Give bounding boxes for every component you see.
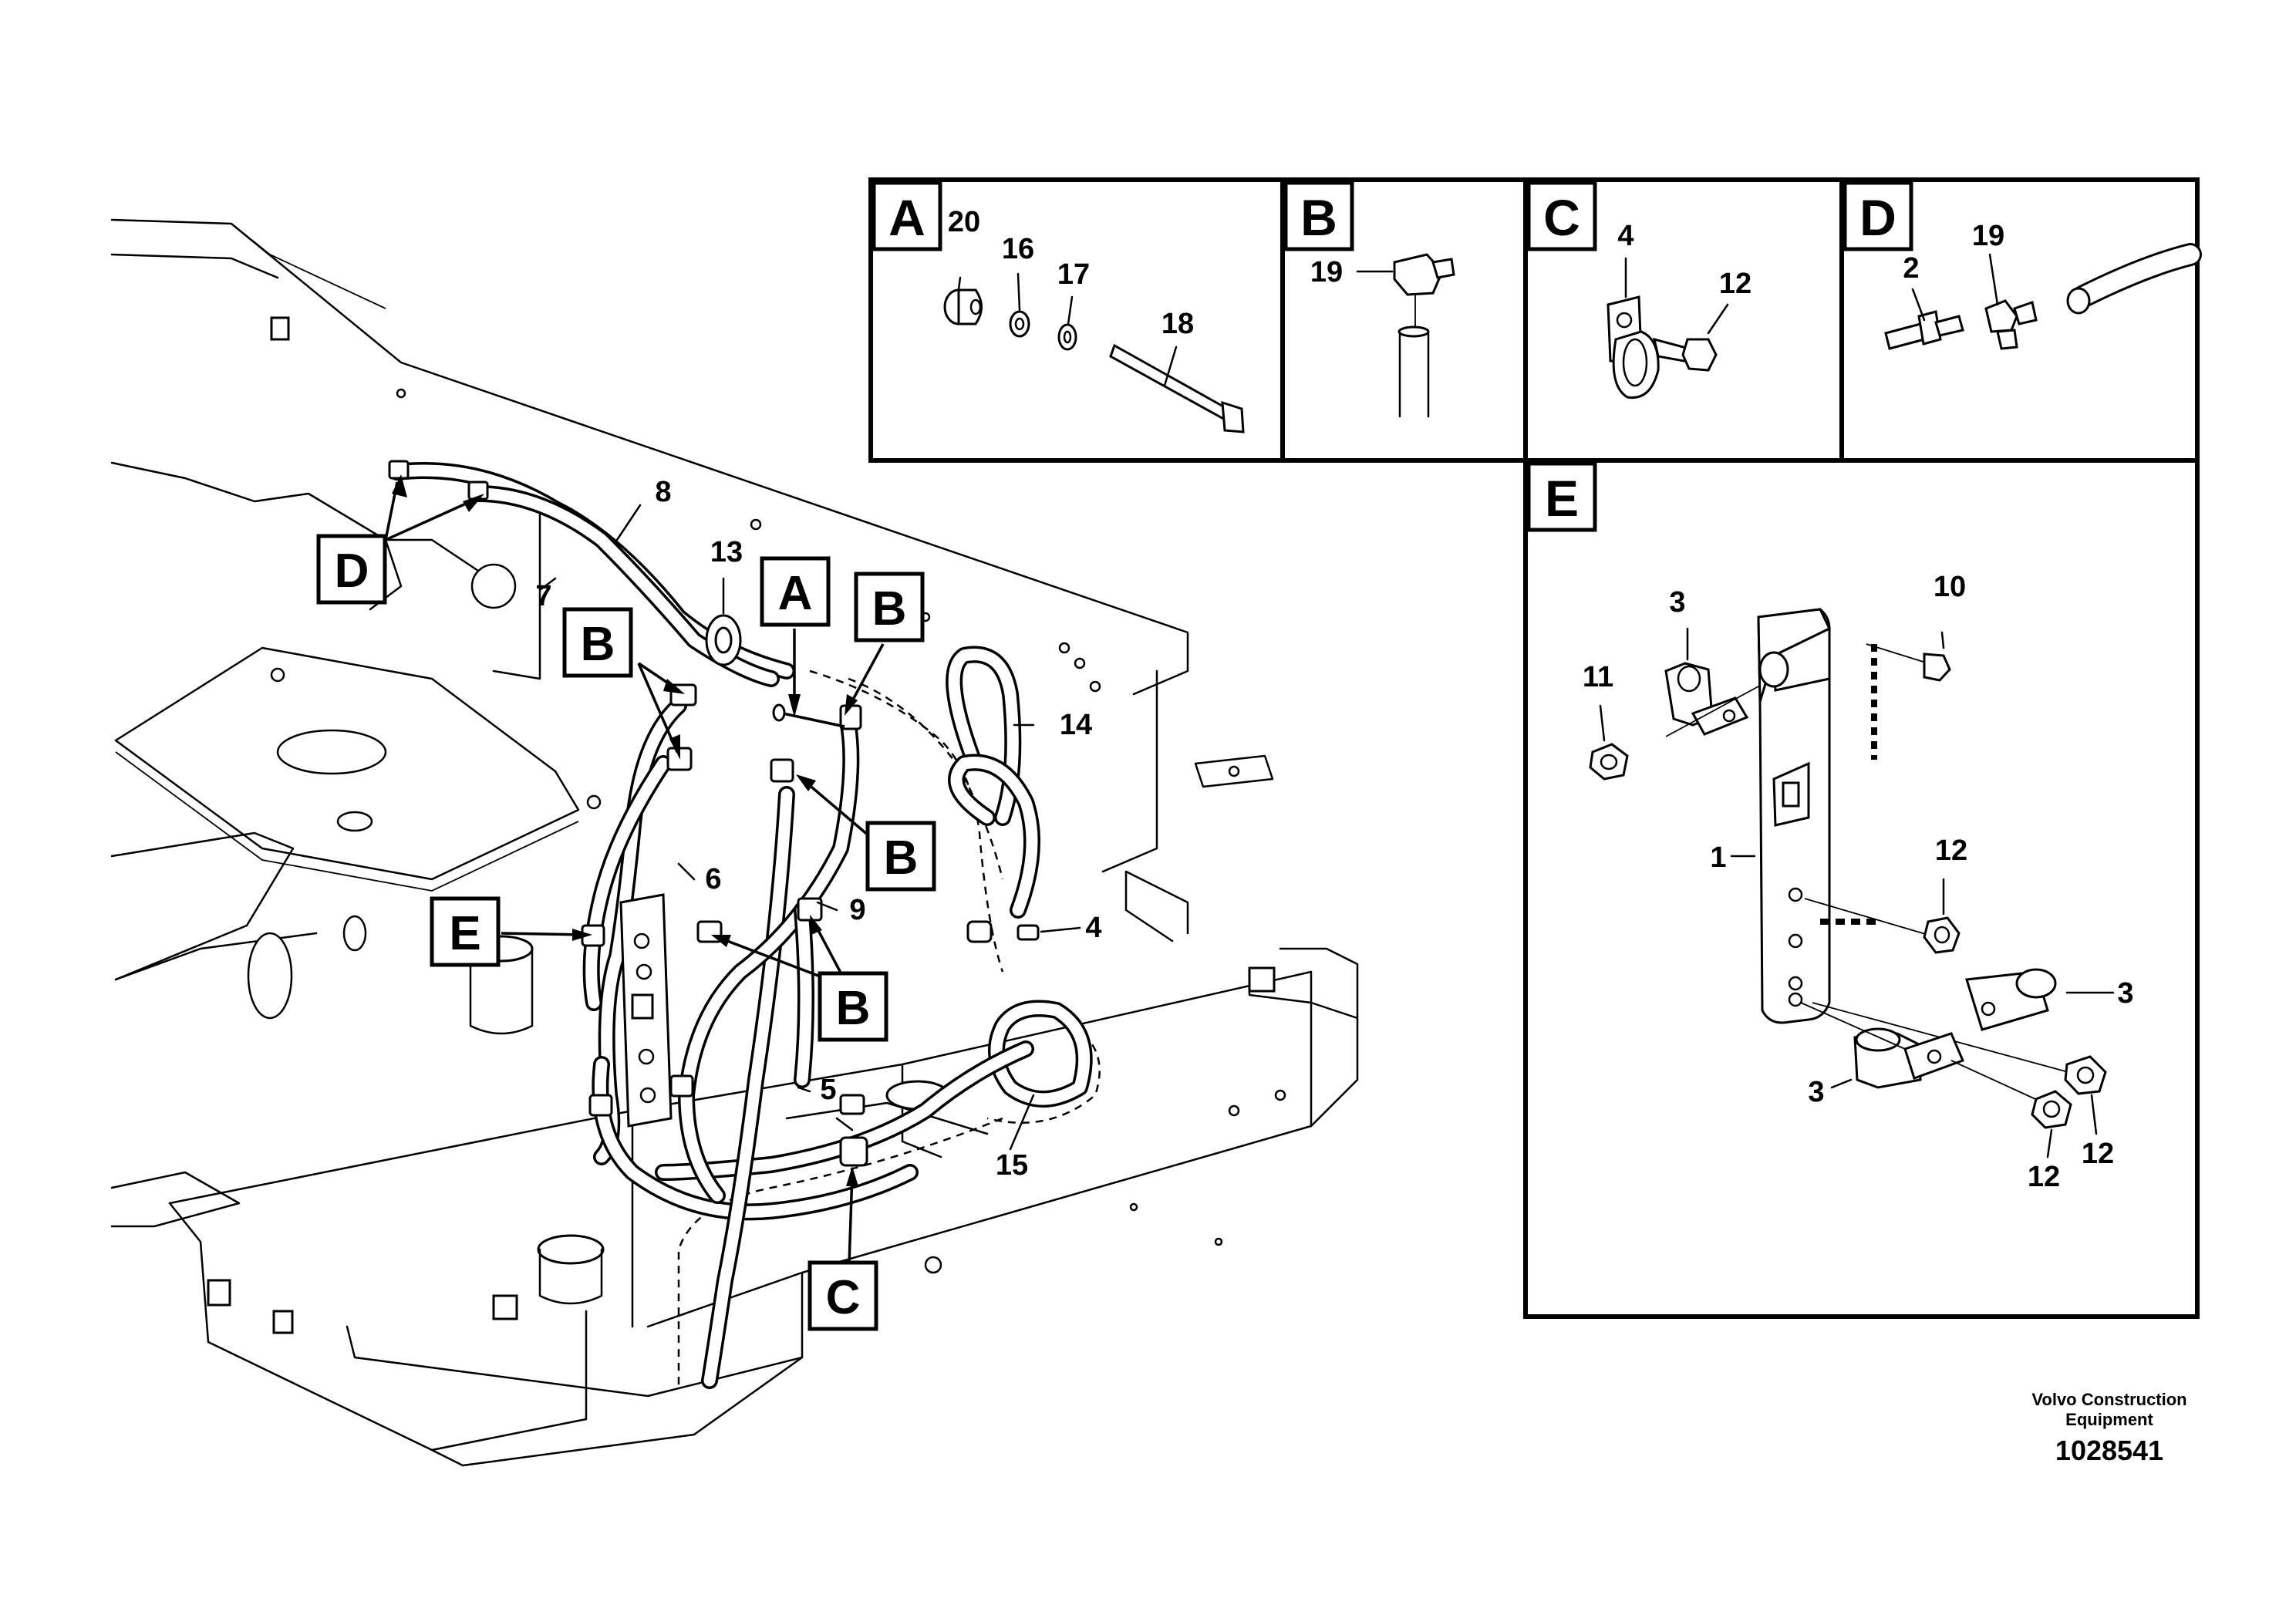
section-label-c: C	[1543, 189, 1580, 246]
callout-label: B	[872, 582, 907, 636]
part-label: 10	[1934, 571, 1966, 603]
part-label: 6	[705, 863, 721, 895]
callout-box-e[interactable]: E	[430, 896, 501, 967]
brand-line-2: Equipment	[2065, 1410, 2153, 1429]
callout-box-b-left[interactable]: B	[562, 607, 633, 678]
callout-label: D	[335, 545, 369, 598]
callout-box-b-lower[interactable]: B	[818, 971, 888, 1042]
detail-frames	[868, 177, 2200, 1319]
detail-a: A 20 16 17 18	[872, 180, 1245, 433]
part-label: 4	[1085, 912, 1101, 944]
section-label-a: A	[888, 189, 925, 246]
callout-box-c[interactable]: C	[807, 1260, 878, 1331]
callout-box-d[interactable]: D	[316, 534, 387, 605]
callout-arrows	[384, 474, 885, 1289]
part-label: 14	[1060, 709, 1092, 741]
part-label: 20	[948, 206, 980, 238]
part-label: 12	[1719, 268, 1752, 300]
footer: Volvo Construction Equipment 1028541	[2031, 1390, 2186, 1466]
part-label: 19	[1310, 256, 1343, 288]
document-number: 1028541	[2055, 1435, 2163, 1466]
main-part-labels: 8 7 13 14 6 9 4 5 15	[535, 476, 1101, 1182]
part-label: 3	[1669, 586, 1685, 619]
callout-label: B	[581, 618, 615, 671]
callout-label: B	[836, 982, 871, 1035]
part-label: 2	[1903, 252, 1919, 285]
part-label: 12	[2082, 1138, 2114, 1170]
detail-b: B 19	[1283, 180, 1455, 418]
callout-label: C	[826, 1271, 861, 1324]
part-label: 15	[996, 1149, 1028, 1182]
callout-label: B	[884, 831, 919, 885]
part-label: 7	[535, 580, 551, 612]
part-label: 19	[1972, 220, 2004, 252]
part-label: 3	[2117, 977, 2133, 1010]
section-label-e: E	[1545, 470, 1579, 527]
callout-label: E	[449, 907, 480, 960]
part-label: 18	[1161, 308, 1194, 340]
callout-box-b-top-right[interactable]: B	[854, 572, 925, 642]
detail-d: D 2 19	[1843, 180, 2202, 350]
detail-c: C 4 12	[1526, 180, 1752, 400]
part-label: 11	[1583, 661, 1613, 693]
main-assembly-drawing	[110, 218, 1359, 1467]
part-label: 17	[1057, 258, 1090, 291]
detail-e: E	[1526, 461, 2134, 1193]
part-label: 9	[849, 894, 865, 926]
section-label-d: D	[1859, 189, 1896, 246]
callout-box-a[interactable]: A	[760, 556, 831, 627]
callout-label: A	[778, 567, 813, 620]
callout-box-b-middle[interactable]: B	[865, 821, 936, 892]
part-label: 13	[710, 536, 743, 568]
part-label: 12	[1935, 835, 1967, 867]
part-label: 5	[820, 1074, 836, 1106]
part-label: 3	[1808, 1076, 1824, 1108]
part-label: 16	[1002, 233, 1034, 265]
part-label: 4	[1617, 220, 1633, 252]
brand-line-1: Volvo Construction	[2031, 1390, 2186, 1409]
part-label: 12	[2028, 1161, 2060, 1193]
section-label-b: B	[1300, 189, 1337, 246]
part-label: 8	[655, 476, 671, 508]
part-label: 1	[1710, 841, 1726, 874]
